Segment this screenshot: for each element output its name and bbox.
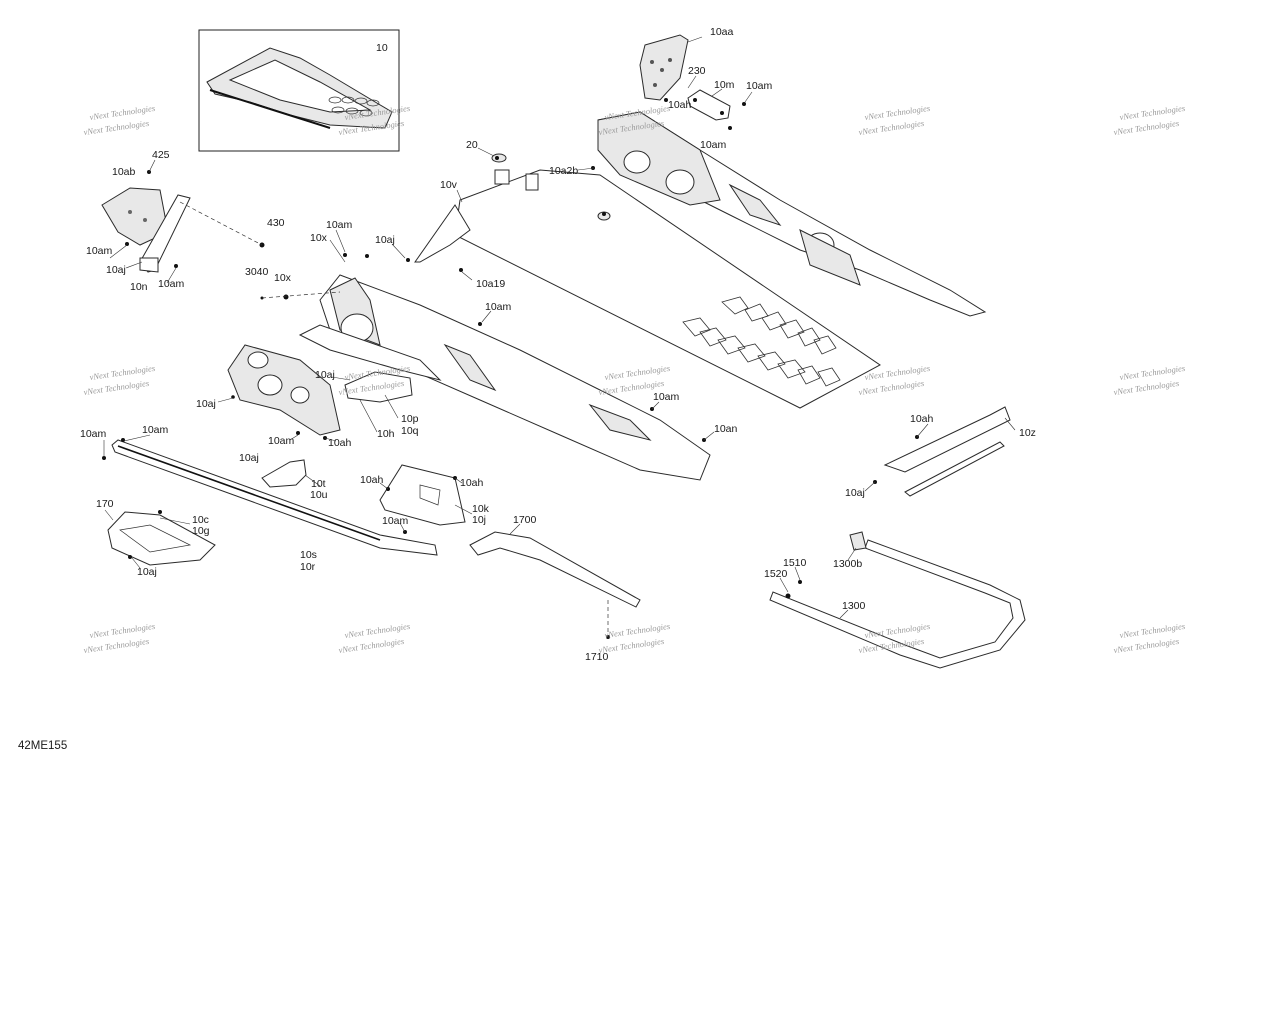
callout-10aj: 10aj <box>375 234 395 246</box>
callout-10aj: 10aj <box>239 452 259 464</box>
callout-10t: 10t <box>311 478 326 490</box>
callout-10g: 10g <box>192 525 210 537</box>
callout-10ah: 10ah <box>910 413 934 425</box>
callout-10aj: 10aj <box>315 369 335 381</box>
hardware-fasteners <box>102 98 919 639</box>
callout-10am: 10am <box>653 391 680 403</box>
callout-10am: 10am <box>142 424 169 436</box>
callout-10am: 10am <box>268 435 295 447</box>
callout-labels: 10aa 230 10m 10am 10ah 10am 20 10a2b 10v… <box>80 26 1036 663</box>
callout-10am: 10am <box>158 278 185 290</box>
plate-10c[interactable] <box>107 511 216 566</box>
callout-430: 430 <box>267 217 285 229</box>
callout-10am: 10am <box>326 219 353 231</box>
callout-10am: 10am <box>746 80 773 92</box>
callout-1300b: 1300b <box>833 558 862 570</box>
callout-10ah: 10ah <box>460 477 484 489</box>
callout-20: 20 <box>466 139 478 151</box>
callout-230: 230 <box>688 65 706 77</box>
callout-10ab: 10ab <box>112 166 136 178</box>
callout-10a2b: 10a2b <box>549 165 578 177</box>
tunnel-floor-plate-10v[interactable] <box>414 153 881 409</box>
callout-10h: 10h <box>377 428 395 440</box>
callout-10aa: 10aa <box>710 26 734 38</box>
inset-assembly-box[interactable]: 10 <box>198 29 400 152</box>
bumper-1300[interactable] <box>769 531 1026 669</box>
callout-10ah: 10ah <box>328 437 352 449</box>
side-plate-10aj[interactable] <box>227 344 341 436</box>
callout-3040: 3040 <box>245 266 269 278</box>
callout-10aj: 10aj <box>196 398 216 410</box>
rear-tunnel-right[interactable] <box>597 111 987 317</box>
callout-1510: 1510 <box>783 557 807 569</box>
bracket-10p[interactable] <box>344 371 413 403</box>
rail-1700[interactable] <box>469 531 641 608</box>
callout-10q: 10q <box>401 425 419 437</box>
bar-10m[interactable] <box>687 89 731 121</box>
callout-10p: 10p <box>401 413 419 425</box>
callout-10am: 10am <box>700 139 727 151</box>
callout-1700: 1700 <box>513 514 537 526</box>
bracket-10t[interactable] <box>261 459 307 488</box>
callout-1300: 1300 <box>842 600 866 612</box>
callout-10an: 10an <box>714 423 738 435</box>
callout-10ah: 10ah <box>360 474 384 486</box>
callout-10j: 10j <box>472 514 486 526</box>
brace-10n[interactable] <box>139 194 191 273</box>
drawing-number: 42ME155 <box>18 740 67 752</box>
callout-10v: 10v <box>440 179 458 191</box>
callout-10aj: 10aj <box>106 264 126 276</box>
running-board-10s[interactable] <box>111 439 438 556</box>
callout-425: 425 <box>152 149 170 161</box>
callout-10a19: 10a19 <box>476 278 505 290</box>
leader-lines <box>103 36 1016 637</box>
callout-10u: 10u <box>310 489 328 501</box>
plate-10k[interactable] <box>379 464 466 526</box>
callout-10z: 10z <box>1019 427 1036 439</box>
callout-10aj: 10aj <box>137 566 157 578</box>
callout-10am: 10am <box>80 428 107 440</box>
callout-10m: 10m <box>714 79 735 91</box>
bracket-10z[interactable] <box>883 406 1011 497</box>
bracket-10aa[interactable] <box>639 34 689 101</box>
tunnel-left-10x[interactable] <box>298 274 711 481</box>
callout-10c: 10c <box>192 514 209 526</box>
callout-1710: 1710 <box>585 651 609 663</box>
callout-10am: 10am <box>382 515 409 527</box>
callout-10am: 10am <box>86 245 113 257</box>
callout-10x: 10x <box>310 232 328 244</box>
callout-10ah: 10ah <box>668 99 692 111</box>
callout-10r: 10r <box>300 561 316 573</box>
callout-1520: 1520 <box>764 568 788 580</box>
callout-10am: 10am <box>485 301 512 313</box>
callout-170: 170 <box>96 498 114 510</box>
callout-10x: 10x <box>274 272 292 284</box>
inset-label: 10 <box>376 42 388 54</box>
callout-10aj: 10aj <box>845 487 865 499</box>
callout-10n: 10n <box>130 281 148 293</box>
callout-10k: 10k <box>472 503 490 515</box>
callout-10s: 10s <box>300 549 317 561</box>
